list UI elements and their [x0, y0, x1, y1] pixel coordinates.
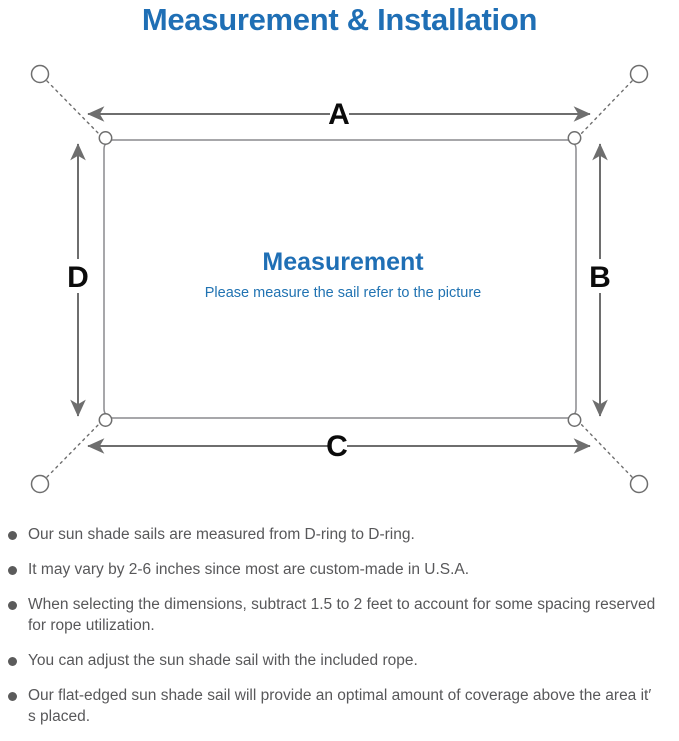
d-ring-top-right-icon — [567, 131, 582, 145]
dimension-label-c: C — [326, 430, 348, 463]
dimension-label-d: D — [67, 261, 89, 294]
rope-line-top-left — [46, 80, 102, 137]
note-text: It may vary by 2-6 inches since most are… — [28, 561, 470, 578]
rope-line-top-right — [578, 80, 633, 137]
bullet-icon — [8, 692, 17, 701]
list-item: When selecting the dimensions, subtract … — [0, 594, 679, 636]
sail-center-title: Measurement — [262, 248, 424, 276]
top-right-anchor-icon — [629, 64, 649, 84]
top-left-anchor-icon — [30, 64, 50, 84]
list-item: It may vary by 2-6 inches since most are… — [0, 559, 679, 580]
note-text: You can adjust the sun shade sail with t… — [28, 652, 418, 669]
rope-line-bottom-right — [578, 421, 633, 478]
page-title: Measurement & Installation — [141, 2, 538, 37]
bullet-icon — [8, 566, 17, 575]
list-item: Our sun shade sails are measured from D-… — [0, 524, 679, 545]
note-text: Our flat-edged sun shade sail will provi… — [28, 687, 652, 725]
list-item: Our flat-edged sun shade sail will provi… — [0, 685, 679, 727]
d-ring-top-left-icon — [98, 131, 113, 145]
d-ring-bottom-right-icon — [567, 413, 582, 427]
bullet-icon — [8, 531, 17, 540]
bullet-icon — [8, 601, 17, 610]
notes-list: Our sun shade sails are measured from D-… — [0, 524, 679, 741]
note-text: When selecting the dimensions, subtract … — [28, 596, 656, 634]
shade-sail-rect — [103, 139, 577, 419]
dimension-label-a: A — [328, 98, 350, 131]
list-item: You can adjust the sun shade sail with t… — [0, 650, 679, 671]
measurement-diagram: A C D B Measurement Please measure the s… — [0, 44, 679, 514]
bottom-left-anchor-icon — [30, 474, 50, 494]
d-ring-bottom-left-icon — [98, 413, 113, 427]
rope-line-bottom-left — [46, 421, 102, 478]
note-text: Our sun shade sails are measured from D-… — [28, 526, 415, 543]
bullet-icon — [8, 657, 17, 666]
sail-center-subtitle: Please measure the sail refer to the pic… — [205, 285, 481, 301]
bottom-right-anchor-icon — [629, 474, 649, 494]
dimension-label-b: B — [589, 261, 611, 294]
